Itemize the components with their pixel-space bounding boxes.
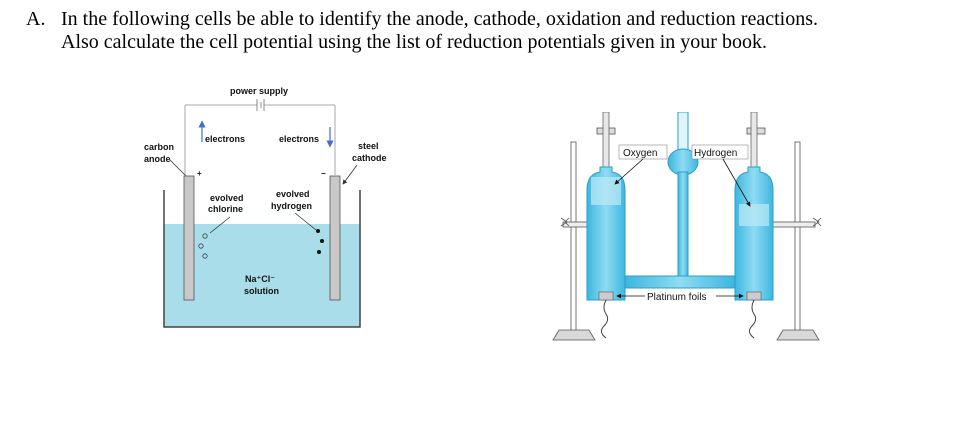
left-platinum-foil xyxy=(598,291,614,301)
carbon-label: carbon xyxy=(144,142,174,152)
platinum-foils-label: Platinum foils xyxy=(647,292,706,303)
cathode-pointer xyxy=(342,164,358,185)
hofmann-apparatus-diagram: Oxygen Hydrogen Platinum foils xyxy=(552,112,822,341)
electrons-right-label: electrons xyxy=(279,134,319,144)
oxygen-stopcock xyxy=(596,112,616,173)
solution-formula: Na⁺Cl⁻ xyxy=(245,274,275,284)
hydrogen-stopcock xyxy=(746,112,766,173)
oxygen-gas xyxy=(591,177,621,205)
hydrogen-label-box xyxy=(691,144,749,160)
steel-electrode xyxy=(329,175,341,301)
nacl-solution xyxy=(164,224,360,327)
connecting-tube xyxy=(624,275,736,289)
oxygen-label: Oxygen xyxy=(623,148,657,159)
power-supply-label: power supply xyxy=(230,86,288,96)
evolved-hydrogen-label-1: evolved xyxy=(276,189,310,199)
plus-sign: + xyxy=(197,169,202,178)
right-electrode-wire xyxy=(748,299,757,339)
minus-sign: − xyxy=(321,169,326,178)
reservoir-neck xyxy=(677,112,689,153)
anode-label: anode xyxy=(144,154,171,164)
question-line-2: Also calculate the cell potential using … xyxy=(61,31,767,53)
hydrogen-gas xyxy=(739,204,769,226)
right-stand xyxy=(776,141,820,341)
question-line-1: In the following cells be able to identi… xyxy=(61,8,818,30)
evolved-hydrogen-label-2: hydrogen xyxy=(271,201,312,211)
beaker xyxy=(163,190,361,328)
hydrogen-label: Hydrogen xyxy=(694,148,737,159)
left-electrode-wire xyxy=(600,299,609,339)
cathode-label: cathode xyxy=(352,153,387,163)
hydrogen-tube xyxy=(734,166,774,301)
hydrogen-pointer xyxy=(294,212,317,231)
oxygen-pointer xyxy=(614,158,644,185)
chlorine-pointer xyxy=(209,216,231,234)
right-platinum-foil xyxy=(746,291,762,301)
evolved-chlorine-label-2: chlorine xyxy=(208,204,243,214)
hydrogen-pointer xyxy=(722,158,751,207)
steel-label: steel xyxy=(358,141,379,151)
question-number: A. xyxy=(26,8,46,30)
carbon-electrode xyxy=(183,175,195,301)
electrons-left-label: electrons xyxy=(205,134,245,144)
evolved-chlorine-label-1: evolved xyxy=(210,193,244,203)
battery-icon xyxy=(185,99,335,111)
reservoir-tube xyxy=(677,171,689,283)
electrolysis-cell-diagram: power supply electrons electrons carbon … xyxy=(144,86,387,328)
chlorine-bubbles xyxy=(198,233,208,259)
hydrogen-bubbles xyxy=(316,229,324,254)
solution-label: solution xyxy=(244,286,279,296)
left-stand xyxy=(552,141,596,341)
